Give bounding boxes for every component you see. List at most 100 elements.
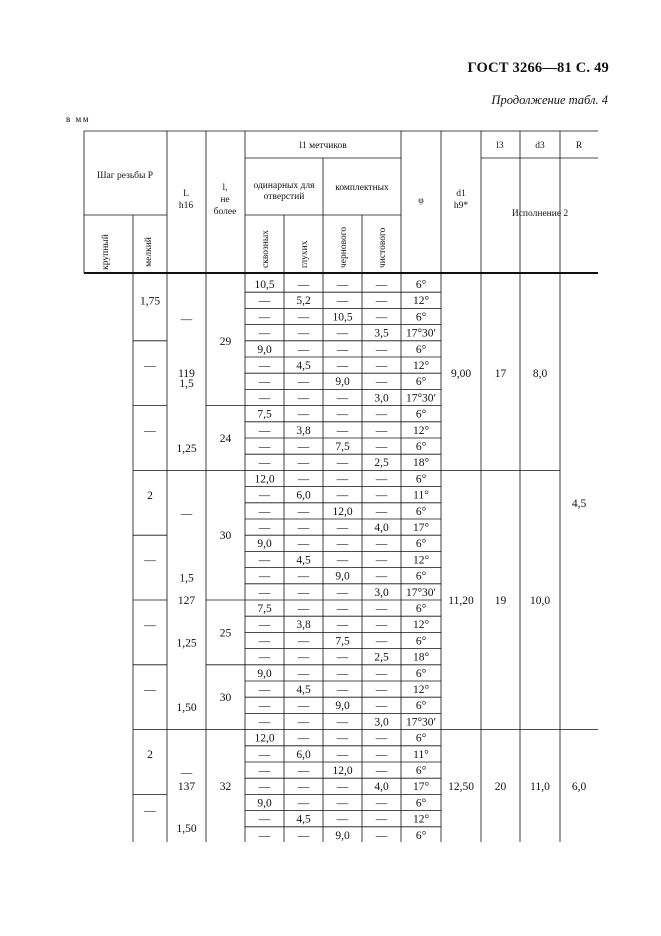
cell-blind: —	[297, 830, 310, 842]
cell-rough: —	[336, 328, 349, 340]
cell-phi: 6°	[416, 473, 427, 485]
cell-fine: 1,25	[176, 443, 196, 455]
cell-blind: —	[297, 506, 310, 518]
cell-through: —	[258, 814, 271, 826]
cell-phi: 12°	[413, 554, 430, 566]
cell-blind: 5,2	[296, 295, 311, 307]
cell-through: —	[258, 295, 271, 307]
cell-l: 32	[220, 781, 232, 793]
cell-phi: 6°	[416, 797, 427, 809]
cell-l: 30	[220, 530, 232, 542]
header-L: L	[183, 189, 189, 199]
cell-rough: 9,0	[335, 571, 350, 583]
cell-l3: 20	[495, 781, 507, 793]
cell-through: —	[258, 328, 271, 340]
cell-rough: —	[336, 668, 349, 680]
cell-phi: 17°30′	[406, 392, 436, 404]
cell-blind: —	[297, 409, 310, 421]
cell-rough: —	[336, 457, 349, 469]
cell-finish: —	[375, 684, 388, 696]
cell-finish: —	[375, 668, 388, 680]
header-l-bolee: более	[214, 206, 237, 217]
cell-d3: 8,0	[533, 368, 548, 380]
cell-through: —	[258, 571, 271, 583]
cell-through: —	[258, 749, 271, 761]
cell-finish: 3,5	[374, 328, 389, 340]
cell-through: —	[258, 425, 271, 437]
cell-blind: —	[297, 457, 310, 469]
cell-phi: 6°	[416, 733, 427, 745]
cell-d1: 11,20	[448, 595, 474, 607]
cell-blind: —	[297, 668, 310, 680]
header-R: R	[576, 141, 583, 151]
cell-blind: 4,5	[296, 360, 311, 372]
cell-blind: —	[297, 311, 310, 323]
cell-rough: —	[336, 279, 349, 291]
cell-rough: —	[336, 781, 349, 793]
cell-finish: —	[375, 554, 388, 566]
cell-phi: 6°	[416, 441, 427, 453]
cell-phi: 6°	[416, 279, 427, 291]
cell-rough: —	[336, 733, 349, 745]
cell-rough: —	[336, 603, 349, 615]
cell-blind: —	[297, 571, 310, 583]
cell-rough: —	[336, 587, 349, 599]
cell-finish: —	[375, 733, 388, 745]
cell-rough: 12,0	[332, 506, 352, 518]
cell-rough: —	[336, 425, 349, 437]
cell-phi: 17°30′	[406, 587, 436, 599]
cell-l: 24	[220, 433, 232, 445]
header-l1-group: l1 метчиков	[299, 141, 347, 151]
cell-rough: —	[336, 295, 349, 307]
cell-rough: —	[336, 344, 349, 356]
cell-rough: —	[336, 490, 349, 502]
cell-blind: —	[297, 344, 310, 356]
header-blind: глухих	[300, 240, 310, 268]
cell-through: —	[258, 506, 271, 518]
cell-coarse: —	[143, 425, 156, 437]
cell-rough: 10,5	[332, 311, 352, 323]
header-l: l,	[222, 183, 227, 193]
cell-blind: —	[297, 473, 310, 485]
cell-finish: —	[375, 376, 388, 388]
cell-phi: 12°	[413, 619, 430, 631]
cell-rough: —	[336, 392, 349, 404]
cell-l: 25	[220, 627, 232, 639]
cell-through: 12,0	[254, 473, 274, 485]
cell-through: —	[258, 360, 271, 372]
cell-finish: —	[375, 830, 388, 842]
cell-blind: —	[297, 441, 310, 453]
cell-finish: —	[375, 441, 388, 453]
cell-l: 29	[220, 336, 232, 348]
cell-finish: 3,0	[374, 716, 389, 728]
units-label: в мм	[66, 114, 90, 124]
cell-rough: 9,0	[335, 376, 350, 388]
cell-through: —	[258, 457, 271, 469]
header-fine: мелкий	[143, 237, 154, 267]
cell-through: —	[258, 376, 271, 388]
cell-through: —	[258, 619, 271, 631]
cell-finish: —	[375, 490, 388, 502]
cell-finish: —	[375, 473, 388, 485]
cell-phi: 12°	[413, 425, 430, 437]
cell-finish: —	[375, 425, 388, 437]
cell-phi: 17°	[413, 781, 430, 793]
cell-l3: 19	[495, 595, 507, 607]
cell-blind: —	[297, 781, 310, 793]
cell-finish: 3,0	[374, 392, 389, 404]
cell-rough: —	[336, 684, 349, 696]
header-through: сквозных	[261, 230, 271, 268]
cell-finish: 4,0	[374, 522, 389, 534]
header-finish: чистового	[378, 227, 388, 268]
cell-finish: 4,0	[374, 781, 389, 793]
cell-rough: —	[336, 473, 349, 485]
cell-phi: 11°	[413, 490, 429, 502]
cell-fine: 1,5	[179, 573, 194, 585]
cell-through: —	[258, 490, 271, 502]
cell-finish: —	[375, 619, 388, 631]
cell-fine: —	[180, 313, 193, 325]
cell-rough: —	[336, 652, 349, 664]
cell-phi: 6°	[416, 571, 427, 583]
header-l3: l3	[496, 141, 504, 151]
